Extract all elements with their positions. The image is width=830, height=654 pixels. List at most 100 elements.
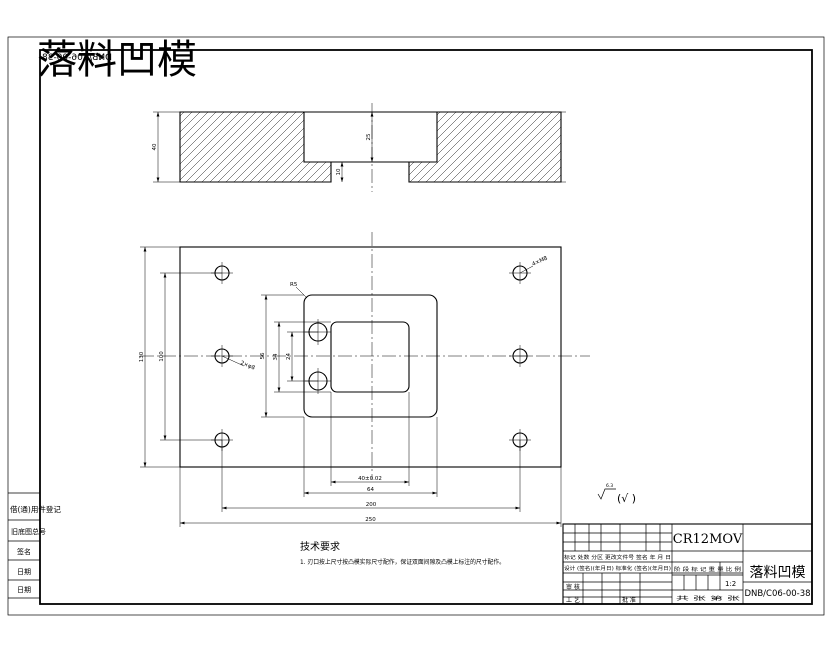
dimension-arrow: [143, 247, 147, 252]
dimension-arrow: [143, 462, 147, 467]
hatch-line: [209, 111, 281, 183]
dimension-label: 200: [366, 502, 377, 508]
hatch-line: [321, 172, 332, 183]
hatch-line: [179, 111, 241, 173]
dimension-arrow: [156, 177, 160, 182]
hatch-line: [179, 111, 193, 125]
dimension-arrow: [290, 332, 294, 337]
hatch-line: [193, 111, 265, 183]
dimension-label: 25: [366, 133, 372, 140]
hatch-line: [289, 167, 305, 183]
title-block-grid: [563, 524, 812, 604]
tech-requirements-heading: 技术要求: [300, 540, 340, 553]
hatch-line: [436, 111, 449, 124]
dimension-arrow: [556, 521, 561, 525]
hatch-line: [233, 111, 305, 183]
dimension-label: 250: [365, 517, 376, 523]
dimension-label: 130: [139, 351, 145, 362]
screw-hole-callout: 4×M8: [531, 255, 549, 268]
dimension-arrow: [515, 506, 520, 510]
hatch-line: [179, 111, 185, 117]
dimension-label: 56: [260, 352, 266, 359]
cavity-outline: [303, 294, 438, 418]
hatch-line: [537, 158, 562, 183]
dimension-arrow: [222, 506, 227, 510]
dimension-arrow: [340, 177, 344, 182]
left-strip-row: 日期: [17, 586, 31, 594]
hatch-line: [185, 111, 257, 183]
hatch-line: [529, 150, 562, 183]
revision-header-row: 标记 处数 分区 更改文件号 签名 年 月 日: [564, 554, 671, 561]
section-hatch-right: [408, 111, 562, 183]
hatch-line: [201, 111, 273, 183]
hatch-line: [217, 111, 289, 183]
hatch-line: [241, 119, 305, 183]
dimension-label: 24: [286, 353, 292, 360]
dimension-arrow: [331, 480, 336, 484]
hatch-line: [513, 134, 562, 183]
hatch-line: [297, 175, 305, 183]
pin-hole-leader: [221, 355, 245, 367]
dimension-arrow: [340, 162, 344, 167]
dimension-arrow: [264, 412, 268, 417]
hatch-line: [408, 161, 415, 168]
dimension-arrow: [163, 273, 167, 278]
hatch-line: [179, 111, 209, 141]
dimension-arrow: [404, 480, 409, 484]
hatch-line: [436, 111, 505, 180]
sheet-count: 共 张 第 张: [676, 595, 740, 602]
hatch-line: [545, 166, 562, 183]
hatch-line: [497, 118, 562, 183]
mirrored-drawing-code: DNB/C06-00-38: [42, 53, 112, 63]
dimension-arrow: [163, 435, 167, 440]
die-plate-outline: [179, 246, 562, 468]
dimension-label: 40: [152, 143, 158, 150]
dimension-label: 64: [367, 487, 374, 493]
dimension-arrow: [432, 491, 437, 495]
hatch-line: [449, 111, 521, 183]
die-opening-outline: [330, 321, 410, 393]
sheet-outer-border: [7, 36, 825, 616]
hatch-line: [265, 143, 305, 183]
hatch-line: [436, 111, 489, 164]
hatch-line: [436, 111, 465, 140]
hatch-line: [273, 151, 305, 183]
dimension-label: 34: [273, 353, 279, 360]
approve-label: 批 准: [622, 596, 636, 604]
hatch-line: [436, 111, 481, 156]
cavity-edges: [304, 111, 437, 163]
hatch-line: [417, 162, 438, 183]
hatch-line: [249, 127, 305, 183]
title-block-border: [562, 523, 813, 605]
hatch-line: [425, 170, 438, 183]
part-name: 落料凹模: [750, 565, 806, 581]
dimension-arrow: [277, 387, 281, 392]
stage-row: 阶 段 标 记 重 量 比 例: [674, 566, 741, 573]
left-strip-row: 借(通)用件登记: [10, 504, 61, 514]
hatch-line: [481, 111, 553, 183]
hatch-line: [303, 161, 319, 177]
left-strip-row: 日期: [17, 568, 31, 576]
hatch-line: [179, 111, 225, 157]
review-label: 审 核: [566, 583, 580, 591]
hatch-line: [457, 111, 529, 183]
hatch-line: [313, 164, 332, 183]
hatch-line: [179, 111, 201, 133]
hatch-line: [179, 111, 217, 149]
material-label: CR12MOV: [673, 532, 743, 547]
hatch-line: [436, 111, 457, 132]
surface-roughness: 6.3 (√ ): [597, 483, 636, 505]
hatch-line: [409, 161, 431, 183]
corner-radius-leader: [295, 286, 308, 299]
hatch-line: [303, 161, 311, 169]
dimension-arrow: [290, 376, 294, 381]
left-registration-strip: 借(通)用件登记 旧底图总号 签名 日期 日期: [8, 492, 61, 599]
pin-hole-callout: 2×φ8: [239, 360, 256, 371]
hatch-line: [505, 126, 562, 183]
hatch-line: [436, 111, 497, 172]
hatch-line: [441, 111, 513, 183]
hatch-line: [281, 159, 305, 183]
hatch-line: [225, 111, 297, 183]
